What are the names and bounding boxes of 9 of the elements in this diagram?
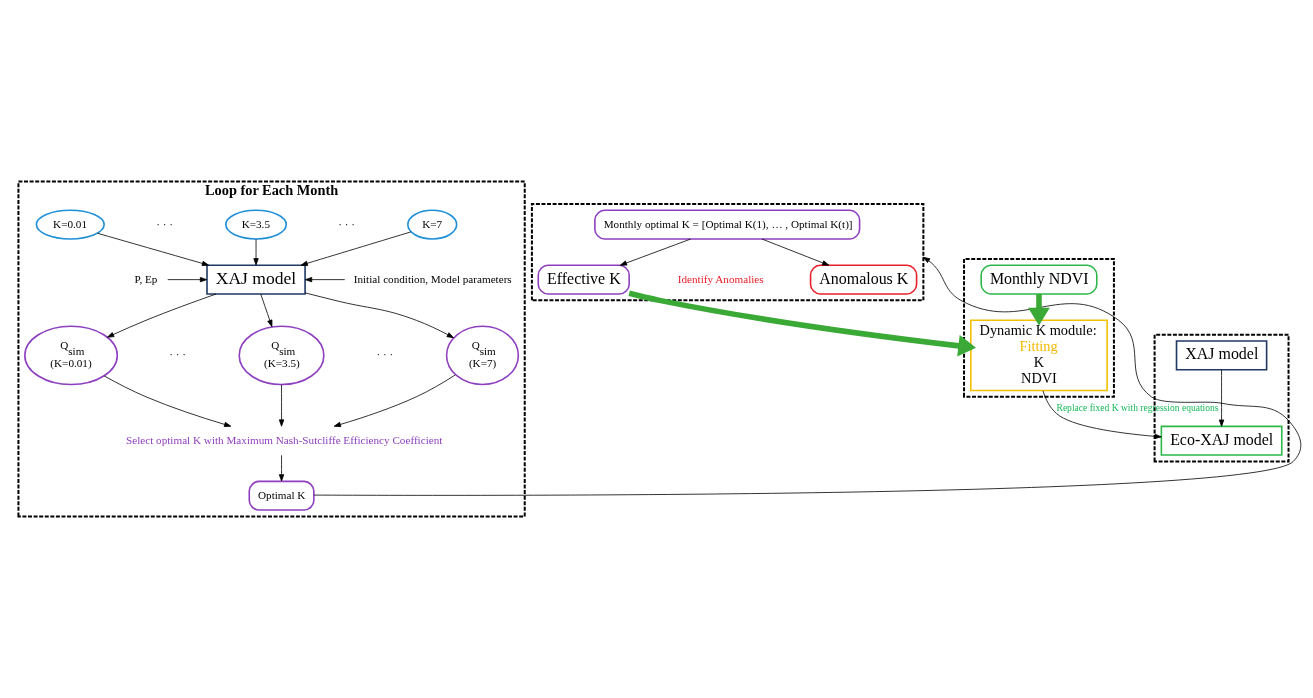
node-text: P, Ep (134, 272, 158, 285)
node-text: Initial condition, Model parameters (353, 272, 512, 285)
label: · · · (156, 217, 174, 230)
label: · · · (376, 348, 394, 361)
label: · · · (338, 217, 355, 230)
edge-label: Replace fixed K with regression equations (1056, 401, 1219, 413)
label: · · · (169, 348, 186, 361)
label: Identify Anomalies (677, 272, 764, 285)
node-text: Select optimal K with Maximum Nash-Sutcliffe Efficiency Coefficient (126, 433, 443, 446)
